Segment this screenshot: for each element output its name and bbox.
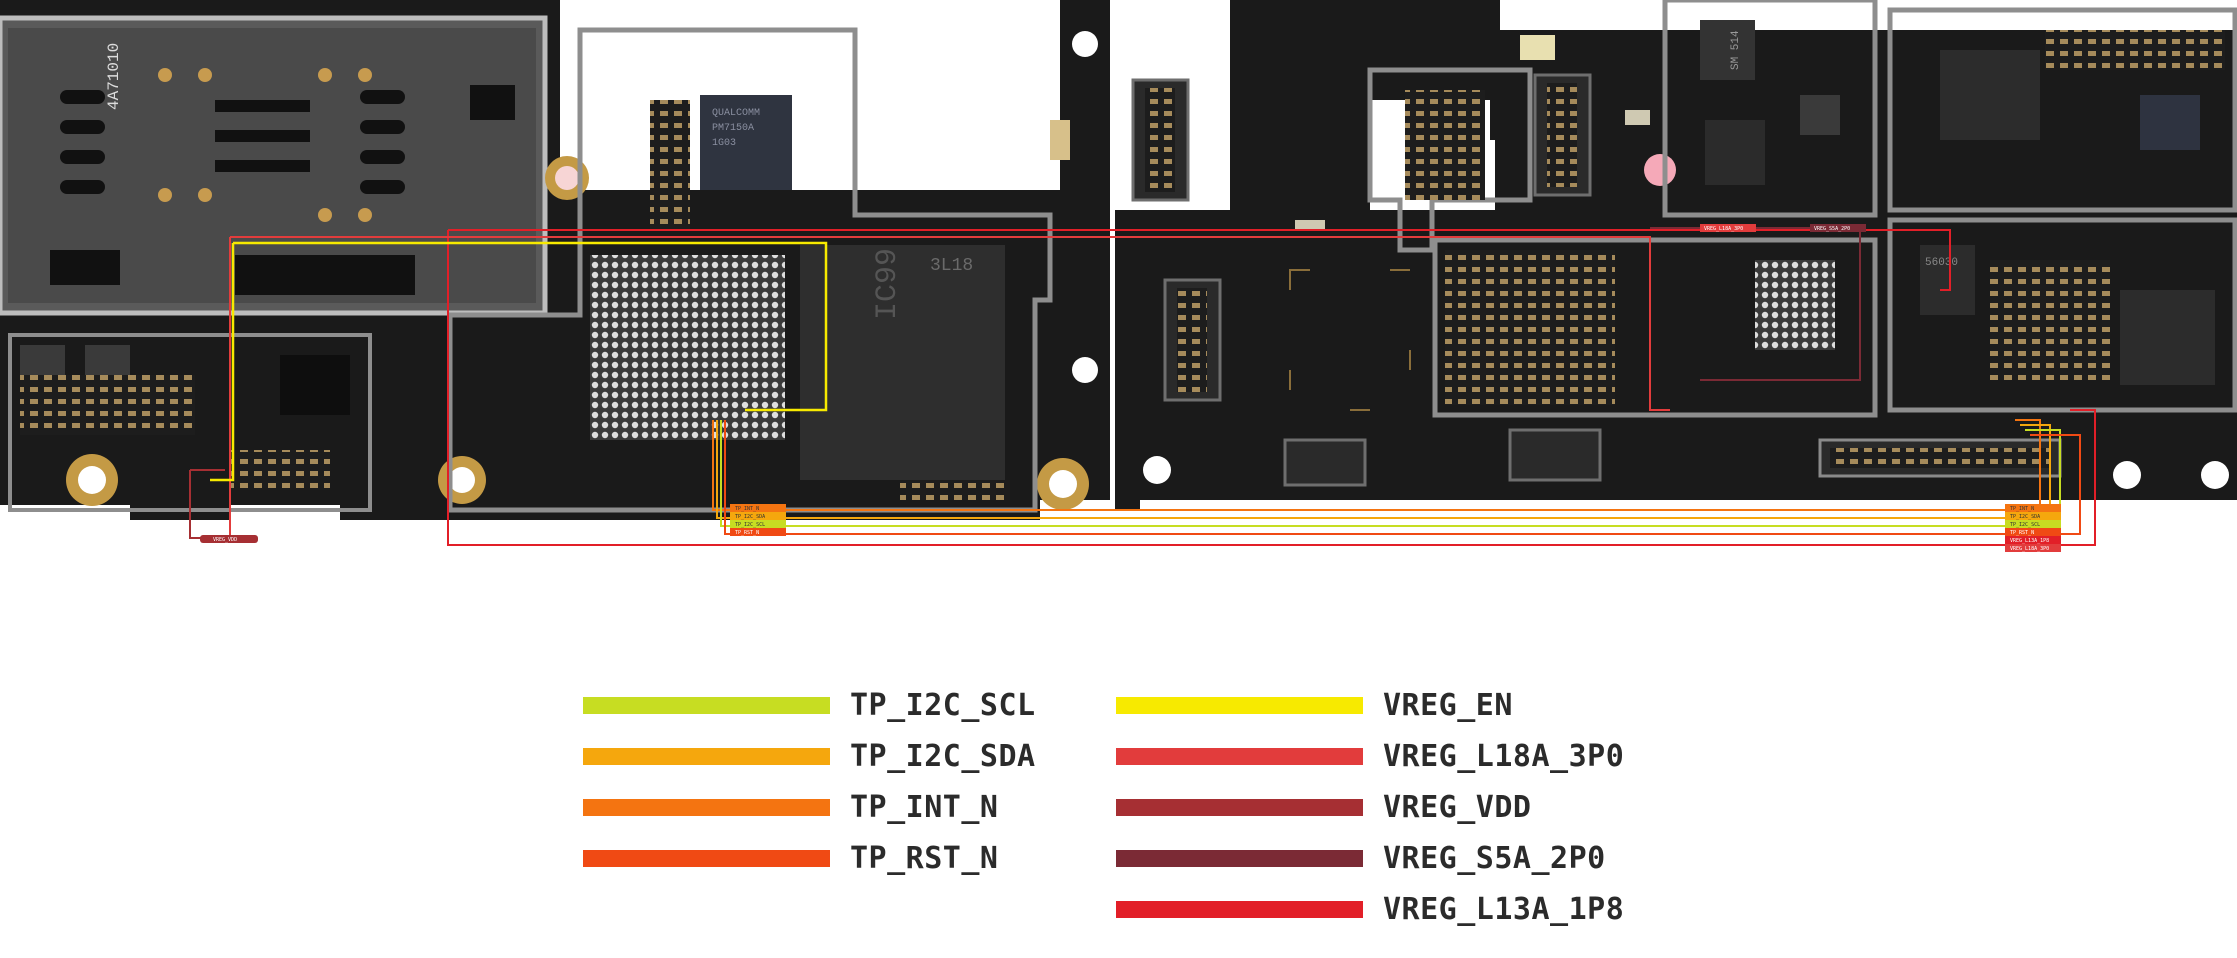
legend-item-vreg-en: VREG_EN bbox=[1116, 685, 1513, 725]
net-tags-top: VREG_L18A_3P0 VREG_S5A_2P0 bbox=[1700, 224, 1866, 232]
svg-text:PM7150A: PM7150A bbox=[712, 123, 754, 134]
net-tag-label: TP_I2C_SCL bbox=[2010, 522, 2040, 528]
svg-text:56030: 56030 bbox=[1925, 257, 1958, 269]
svg-text:1G03: 1G03 bbox=[712, 138, 736, 149]
net-tag-vdd: VREG_VDD bbox=[200, 535, 258, 543]
left-board: 4A71010 QUALCOMM PM7150A 1G03 3L18 IC99 bbox=[0, 0, 1110, 520]
net-tag-label: VREG_L13A_1P8 bbox=[2010, 538, 2049, 544]
legend-item-vreg-vdd: VREG_VDD bbox=[1116, 787, 1532, 827]
legend-swatch bbox=[583, 696, 830, 714]
legend-label: TP_INT_N bbox=[850, 789, 999, 825]
net-tag-label: TP_RST_N bbox=[2010, 530, 2034, 536]
net-tag-label: VREG_L18A_3P0 bbox=[1704, 226, 1743, 232]
net-tag-label: TP_INT_N bbox=[2010, 506, 2034, 512]
legend-label: TP_I2C_SDA bbox=[850, 738, 1036, 774]
svg-text:QUALCOMM: QUALCOMM bbox=[712, 108, 760, 119]
legend-label: TP_RST_N bbox=[850, 840, 999, 876]
soc-bga-footprint bbox=[590, 255, 785, 440]
legend-item-tp-i2c-scl: TP_I2C_SCL bbox=[583, 685, 1036, 725]
net-tag-label: VREG_L18A_3P0 bbox=[2010, 546, 2049, 552]
legend-swatch bbox=[583, 747, 830, 765]
pcb-board-photo: 4A71010 QUALCOMM PM7150A 1G03 3L18 IC99 bbox=[0, 0, 2237, 552]
trace-vreg-en bbox=[233, 241, 828, 412]
net-tag-label: TP_INT_N bbox=[735, 506, 759, 512]
net-tag-label: TP_I2C_SDA bbox=[2010, 514, 2040, 520]
net-tag-label: TP_I2C_SCL bbox=[735, 522, 765, 528]
legend-item-vreg-l18a-3p0: VREG_L18A_3P0 bbox=[1116, 736, 1624, 776]
bga-footprint-right bbox=[1755, 260, 1835, 350]
legend-label: VREG_S5A_2P0 bbox=[1383, 840, 1606, 876]
svg-text:IC99: IC99 bbox=[871, 248, 905, 320]
legend-item-tp-rst-n: TP_RST_N bbox=[583, 838, 999, 878]
legend-label: VREG_L18A_3P0 bbox=[1383, 738, 1625, 774]
legend-swatch bbox=[1116, 696, 1363, 714]
svg-text:SM 514: SM 514 bbox=[1730, 30, 1742, 70]
trace-vreg-l13a-1p8 bbox=[448, 229, 1951, 291]
legend-swatch bbox=[583, 798, 830, 816]
net-tag-label: TP_I2C_SDA bbox=[735, 514, 765, 520]
net-tags-left: TP_INT_N TP_I2C_SDA TP_I2C_SCL TP_RST_N bbox=[730, 504, 786, 536]
net-tag-label: VREG_S5A_2P0 bbox=[1814, 226, 1850, 232]
legend-item-tp-int-n: TP_INT_N bbox=[583, 787, 999, 827]
trace-vreg-l18a-3p0 bbox=[230, 236, 1670, 411]
legend-swatch bbox=[1116, 900, 1363, 918]
net-tag-label: TP_RST_N bbox=[735, 530, 759, 536]
memory-chip bbox=[800, 245, 1005, 480]
legend-item-vreg-l13a-1p8: VREG_L13A_1P8 bbox=[1116, 889, 1624, 929]
legend-label: VREG_EN bbox=[1383, 687, 1513, 723]
sim-shield-marking: 4A71010 bbox=[105, 43, 123, 110]
svg-text:3L18: 3L18 bbox=[930, 256, 973, 276]
net-tag-label: VREG_VDD bbox=[213, 537, 237, 543]
legend-item-vreg-s5a-2p0: VREG_S5A_2P0 bbox=[1116, 838, 1606, 878]
pmic-chip bbox=[700, 95, 792, 190]
legend-label: VREG_L13A_1P8 bbox=[1383, 891, 1625, 927]
legend-swatch bbox=[583, 849, 830, 867]
net-tags-right: TP_INT_N TP_I2C_SDA TP_I2C_SCL TP_RST_N … bbox=[2005, 504, 2061, 552]
legend-swatch bbox=[1116, 798, 1363, 816]
legend-item-tp-i2c-sda: TP_I2C_SDA bbox=[583, 736, 1036, 776]
legend-label: VREG_VDD bbox=[1383, 789, 1532, 825]
legend-swatch bbox=[1116, 747, 1363, 765]
legend-label: TP_I2C_SCL bbox=[850, 687, 1036, 723]
right-board: SM 514 56030 bbox=[1115, 0, 2237, 510]
trace-tp-rst-n bbox=[724, 420, 2081, 535]
legend-swatch bbox=[1116, 849, 1363, 867]
